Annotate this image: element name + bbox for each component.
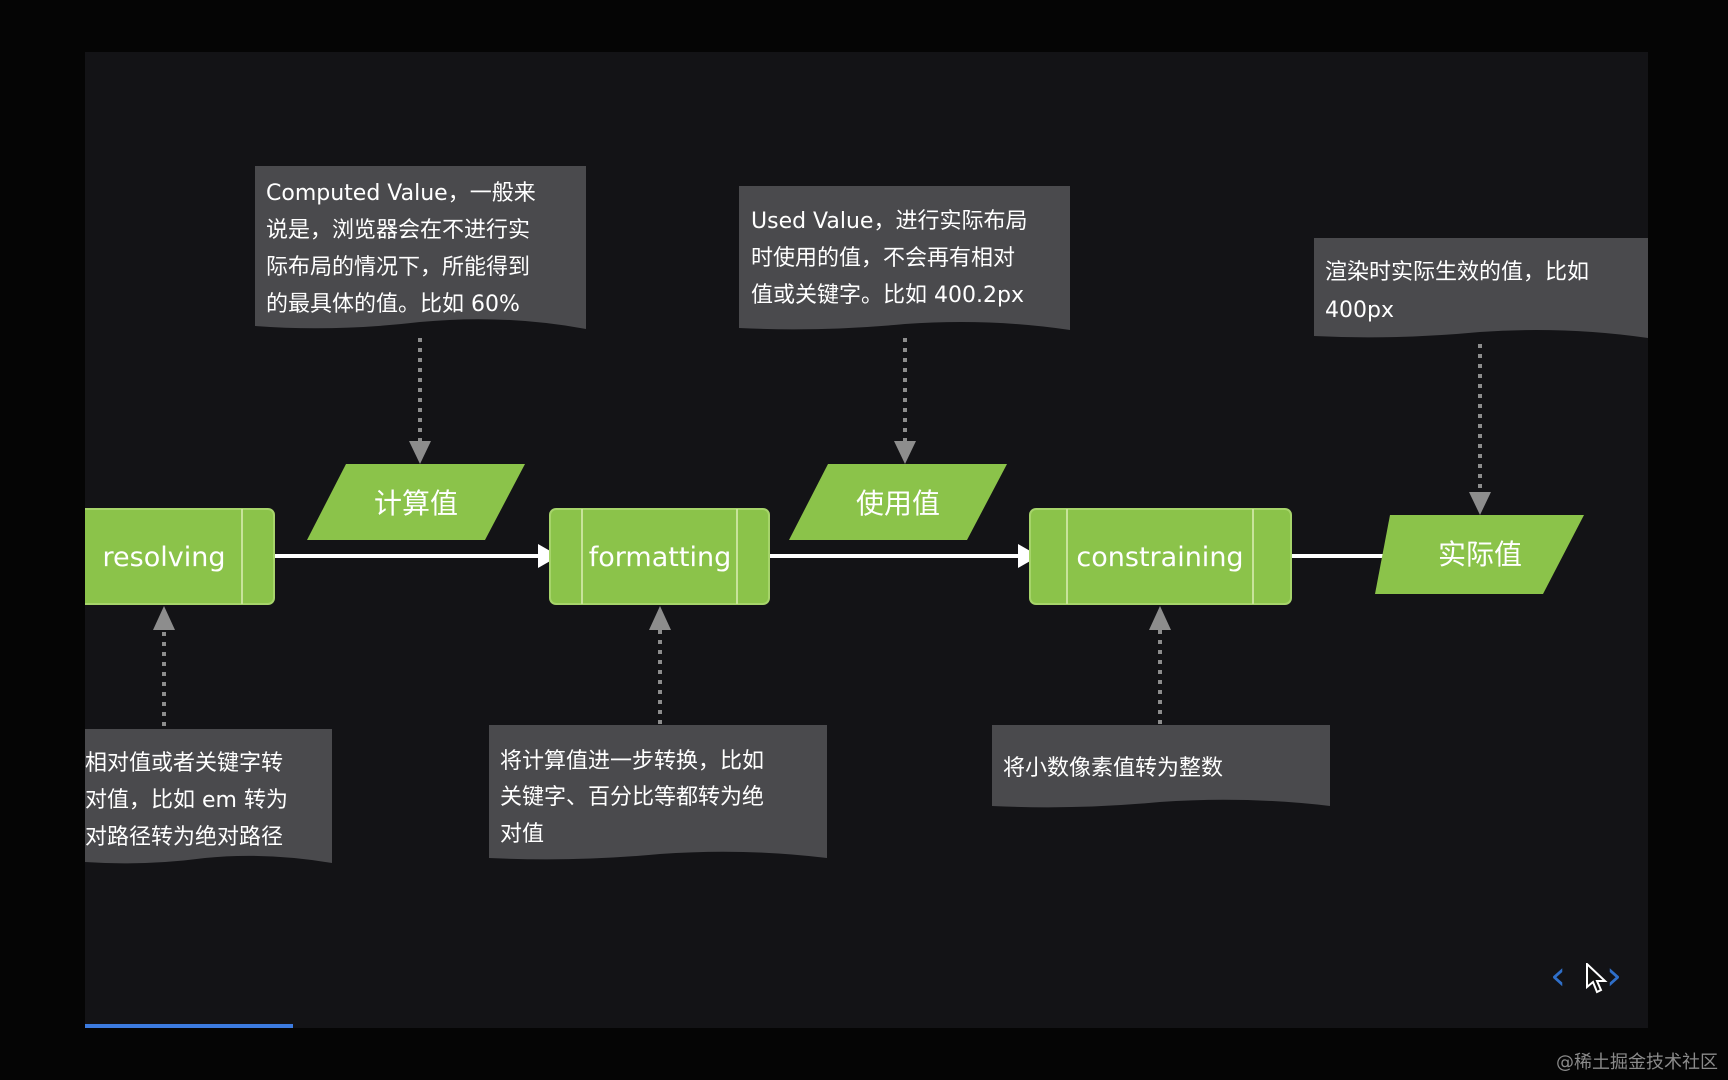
process-constraining: constraining: [1029, 508, 1292, 605]
note-formatting-line-3: 对值: [500, 822, 544, 847]
note-used-line-3: 值或关键字。比如 400.2px: [751, 283, 1024, 308]
process-formatting: formatting: [549, 508, 770, 605]
css-value-flow-diagram: Computed Value，一般来 说是，浏览器会在不进行实 际布局的情况下，…: [85, 166, 1648, 864]
process-constraining-label: constraining: [1076, 542, 1243, 573]
note-used-value: Used Value，进行实际布局 时使用的值，不会再有相对 值或关键字。比如 …: [739, 186, 1070, 330]
process-resolving-label: resolving: [103, 542, 226, 573]
dotted-arrowhead-used: [894, 441, 916, 464]
note-resolving-line-2: 对值，比如 em 转为: [85, 788, 288, 813]
dotted-arrowhead-actual: [1469, 492, 1491, 515]
process-formatting-label: formatting: [589, 542, 731, 573]
slide: Computed Value，一般来 说是，浏览器会在不进行实 际布局的情况下，…: [85, 52, 1648, 1028]
dotted-arrowhead-computed: [409, 441, 431, 464]
slide-progress-fill: [85, 1024, 293, 1028]
note-formatting-line-1: 将计算值进一步转换，比如: [500, 749, 764, 774]
note-formatting: 将计算值进一步转换，比如 关键字、百分比等都转为绝 对值: [489, 725, 827, 860]
note-constraining: 将小数像素值转为整数: [992, 725, 1330, 808]
note-formatting-line-2: 关键字、百分比等都转为绝: [500, 785, 764, 810]
note-resolving-line-3: 对路径转为绝对路径: [85, 825, 283, 850]
dotted-arrowhead-formatting: [649, 606, 671, 630]
process-resolving: resolving: [85, 508, 275, 605]
note-constraining-line-1: 将小数像素值转为整数: [1003, 756, 1223, 781]
slide-progress-bar: [85, 1024, 1648, 1028]
value-computed-label: 计算值: [374, 487, 458, 520]
note-resolving-line-1: 相对值或者关键字转: [85, 751, 283, 776]
flow-arrowhead-constraining: [1018, 544, 1039, 568]
value-used-label: 使用值: [856, 487, 940, 520]
next-slide-button[interactable]: ›: [1600, 956, 1628, 996]
note-actual-line-1: 渲染时实际生效的值，比如: [1325, 260, 1589, 285]
chevron-left-icon: ‹: [1550, 953, 1566, 999]
chevron-right-icon: ›: [1606, 953, 1622, 999]
flow-arrowhead-formatting: [538, 544, 559, 568]
note-computed-line-4: 的最具体的值。比如 60%: [266, 292, 520, 317]
note-resolving: 相对值或者关键字转 对值，比如 em 转为 对路径转为绝对路径: [85, 729, 332, 864]
note-actual-line-2: 400px: [1325, 298, 1394, 323]
watermark: @稀土掘金技术社区: [1556, 1052, 1718, 1073]
value-actual-label: 实际值: [1438, 538, 1522, 571]
value-actual: 实际值: [1375, 515, 1584, 594]
dotted-arrowhead-constraining: [1149, 606, 1171, 630]
note-computed-line-1: Computed Value，一般来: [266, 181, 536, 206]
mouse-cursor-icon: [1586, 963, 1608, 994]
note-computed-value: Computed Value，一般来 说是，浏览器会在不进行实 际布局的情况下，…: [255, 166, 586, 329]
note-computed-line-2: 说是，浏览器会在不进行实: [266, 218, 530, 243]
dotted-arrowhead-resolving: [153, 606, 175, 630]
note-computed-line-3: 际布局的情况下，所能得到: [266, 255, 530, 280]
value-computed: 计算值: [307, 464, 525, 540]
prev-slide-button[interactable]: ‹: [1544, 956, 1572, 996]
note-used-line-1: Used Value，进行实际布局: [751, 209, 1027, 234]
value-used: 使用值: [789, 464, 1007, 540]
note-used-line-2: 时使用的值，不会再有相对: [751, 246, 1015, 271]
note-actual-value: 渲染时实际生效的值，比如 400px: [1314, 238, 1648, 338]
